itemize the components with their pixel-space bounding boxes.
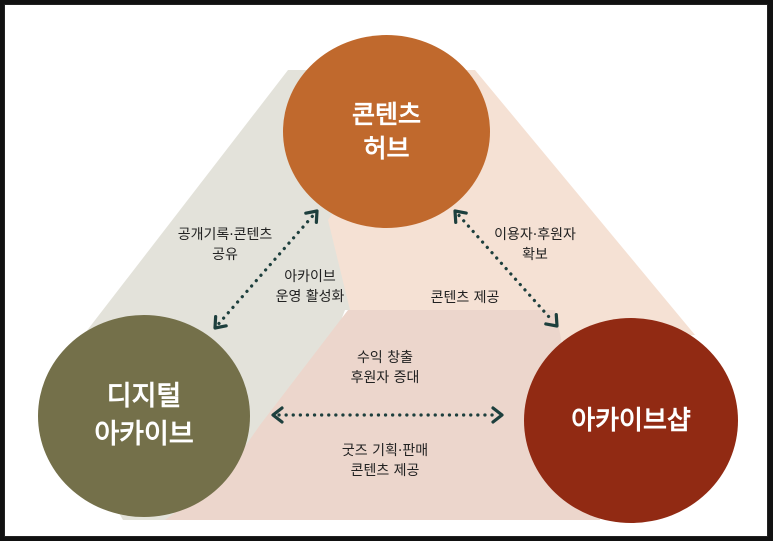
label-record-sharing-line2: 공유 <box>212 247 238 263</box>
label-goods: 굿즈 기획·판매 콘텐츠 제공 <box>315 441 455 481</box>
arrow-archive-shop-head <box>491 406 504 424</box>
label-revenue-line1: 수익 창출 <box>357 350 413 366</box>
band-archive-shop <box>165 310 600 520</box>
node-digital-archive-line2: 아카이브 <box>94 419 194 450</box>
arrow-hub-shop-head <box>453 209 468 224</box>
label-user-sponsor-line1: 이용자·후원자 <box>494 227 576 243</box>
node-content-hub: 콘텐츠 허브 <box>283 35 490 228</box>
arrow-archive-hub-head <box>304 209 319 224</box>
label-revenue: 수익 창출 후원자 증대 <box>325 348 445 388</box>
label-user-sponsor: 이용자·후원자 확보 <box>475 225 595 265</box>
label-goods-line2: 콘텐츠 제공 <box>350 463 420 479</box>
node-archive-shop-line1: 아카이브샵 <box>571 405 691 436</box>
arrow-hub-shop <box>453 209 559 328</box>
node-digital-archive: 디지털 아카이브 <box>38 315 250 517</box>
arrow-archive-hub <box>213 209 319 330</box>
node-digital-archive-line1: 디지털 <box>106 381 182 412</box>
arrow-archive-shop-head <box>271 406 284 424</box>
label-record-sharing-line1: 공개기록·콘텐츠 <box>177 227 273 243</box>
label-revenue-line2: 후원자 증대 <box>350 370 420 386</box>
label-goods-line1: 굿즈 기획·판매 <box>341 443 429 459</box>
arrow-hub-shop-head <box>544 313 559 328</box>
label-content-provide-right-line1: 콘텐츠 제공 <box>430 290 500 306</box>
arrow-archive-shop <box>271 406 504 424</box>
node-content-hub-line1: 콘텐츠 <box>351 99 421 129</box>
node-content-hub-line2: 허브 <box>363 133 410 163</box>
node-archive-shop: 아카이브샵 <box>524 318 738 523</box>
label-archive-activation-line2: 운영 활성화 <box>275 289 345 305</box>
arrow-archive-hub-head <box>213 315 228 330</box>
diagram-frame: 콘텐츠 허브 디지털 아카이브 아카이브샵 공개기록·콘텐츠 공유 아카이브 운… <box>4 4 768 537</box>
label-content-provide-right: 콘텐츠 제공 <box>410 288 520 308</box>
label-record-sharing: 공개기록·콘텐츠 공유 <box>155 225 295 265</box>
label-archive-activation: 아카이브 운영 활성화 <box>255 267 365 307</box>
label-archive-activation-line1: 아카이브 <box>284 269 336 285</box>
label-user-sponsor-line2: 확보 <box>522 247 548 263</box>
